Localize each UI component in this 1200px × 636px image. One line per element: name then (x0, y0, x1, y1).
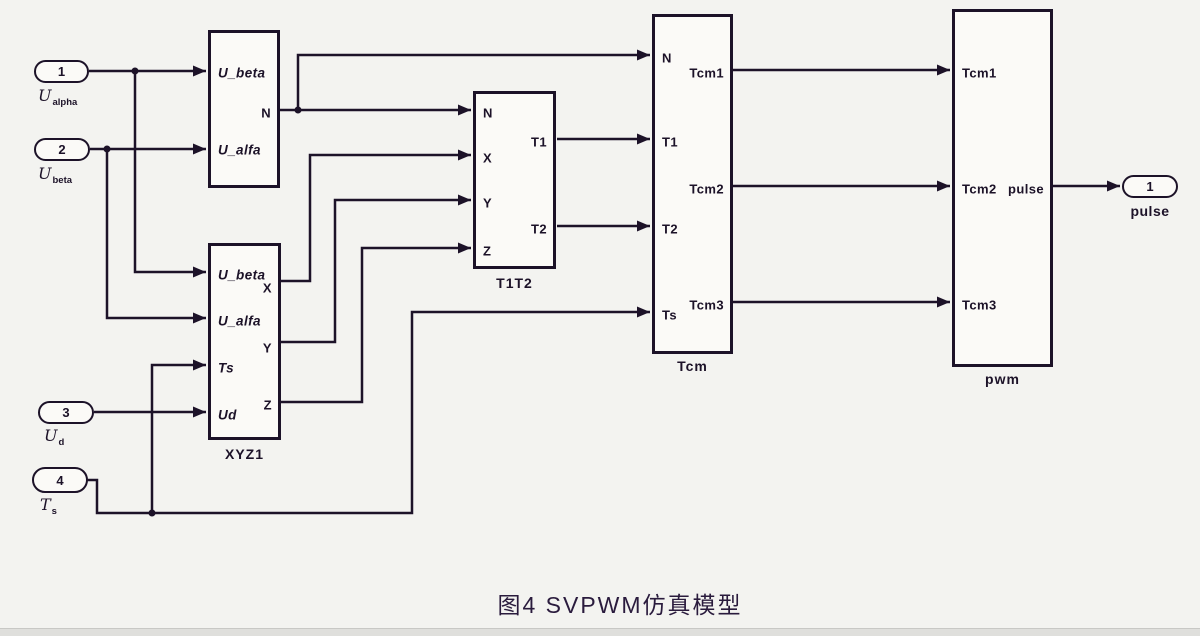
page-edge-bar (0, 628, 1200, 636)
block-t1t2-input-n: N (483, 105, 493, 121)
block-pwm-output-pulse: pulse (1008, 181, 1044, 197)
wire-x-to-t1t2 (281, 149, 471, 283)
block-n-calc-output-n: N (261, 105, 271, 121)
inport-1-label-sub: alpha (52, 97, 78, 108)
inport-1-label-main: U (38, 86, 52, 105)
inport-4-number: 4 (56, 472, 64, 488)
inport-3: 3 (38, 401, 94, 424)
block-tcm-input-ts: Ts (662, 307, 678, 323)
block-tcm-output-tcm2: Tcm2 (689, 181, 724, 197)
inport-2-number: 2 (58, 142, 66, 157)
block-tcm-caption: Tcm (677, 358, 708, 374)
wire-port4-to-tcm (87, 306, 650, 515)
block-xyz1-input-ts: Ts (218, 360, 235, 376)
block-pwm: Tcm1 Tcm2 Tcm3 pulse (952, 9, 1053, 367)
block-t1t2: N X Y Z T1 T2 (473, 91, 556, 269)
block-n-calc-input-ualfa: U_alfa (218, 142, 261, 158)
figure-caption: 图4 SVPWM仿真模型 (497, 592, 743, 618)
inport-4-label-sub: s (51, 506, 57, 517)
block-tcm: N T1 T2 Ts Tcm1 Tcm2 Tcm3 (652, 14, 733, 354)
block-pwm-caption: pwm (985, 371, 1020, 387)
wire-ts-branch-to-xyz1 (150, 359, 206, 513)
block-pwm-input-tcm1: Tcm1 (962, 65, 997, 81)
inport-1-number: 1 (57, 64, 66, 79)
inport-3-number: 3 (62, 405, 70, 420)
block-t1t2-output-t2: T2 (531, 221, 547, 237)
block-xyz1-input-ubeta: U_beta (218, 267, 266, 283)
inport-2: 2 (34, 138, 90, 161)
inport-3-label-sub: d (58, 437, 65, 448)
inport-4-label-main: T (40, 495, 51, 514)
junction-dot (148, 509, 156, 517)
wire-port2-branch-to-xyz1 (105, 149, 206, 324)
inport-4: 4 (32, 467, 88, 493)
inport-1: 1 (34, 60, 89, 83)
outport-1-number: 1 (1146, 179, 1154, 194)
block-tcm-input-t2: T2 (662, 221, 678, 237)
wire-z-to-t1t2 (281, 242, 471, 404)
inport-3-label-main: U (44, 426, 58, 445)
junction-dot (103, 145, 111, 153)
block-xyz1-output-y: Y (262, 340, 272, 356)
block-tcm-input-t1: T1 (662, 134, 678, 150)
block-t1t2-output-t1: T1 (531, 134, 547, 150)
block-pwm-input-tcm3: Tcm3 (962, 297, 997, 313)
wire-port1-branch-to-xyz1 (133, 71, 206, 278)
block-xyz1-output-x: X (262, 280, 272, 296)
junction-dot (294, 106, 302, 114)
outport-1-label: pulse (1130, 203, 1170, 219)
block-n-calc: U_beta U_alfa N (208, 30, 280, 188)
block-t1t2-input-z: Z (483, 243, 492, 259)
inport-3-label: Ud (44, 426, 64, 448)
inport-2-label: Ubeta (38, 164, 72, 186)
inport-4-label: Ts (40, 495, 57, 517)
inport-2-label-sub: beta (52, 175, 73, 186)
junction-dot (131, 67, 139, 75)
block-xyz1: U_beta U_alfa Ts Ud X Y Z (208, 243, 281, 440)
block-n-calc-input-ubeta: U_beta (218, 65, 266, 81)
wire-n-to-tcm (280, 49, 650, 112)
block-tcm-output-tcm1: Tcm1 (689, 65, 724, 81)
block-xyz1-caption: XYZ1 (224, 446, 264, 462)
block-xyz1-output-z: Z (263, 397, 272, 413)
block-xyz1-input-ud: Ud (218, 407, 237, 423)
block-xyz1-input-ualfa: U_alfa (218, 313, 261, 329)
block-tcm-input-n: N (662, 50, 672, 66)
inport-2-label-main: U (38, 164, 52, 183)
block-pwm-input-tcm2: Tcm2 (962, 181, 997, 197)
block-t1t2-caption: T1T2 (496, 275, 533, 291)
wire-y-to-t1t2 (281, 194, 471, 344)
inport-1-label: Ualpha (38, 86, 77, 108)
block-t1t2-input-y: Y (483, 195, 493, 211)
block-tcm-output-tcm3: Tcm3 (689, 297, 724, 313)
outport-1: 1 (1122, 175, 1178, 198)
block-t1t2-input-x: X (483, 150, 493, 166)
